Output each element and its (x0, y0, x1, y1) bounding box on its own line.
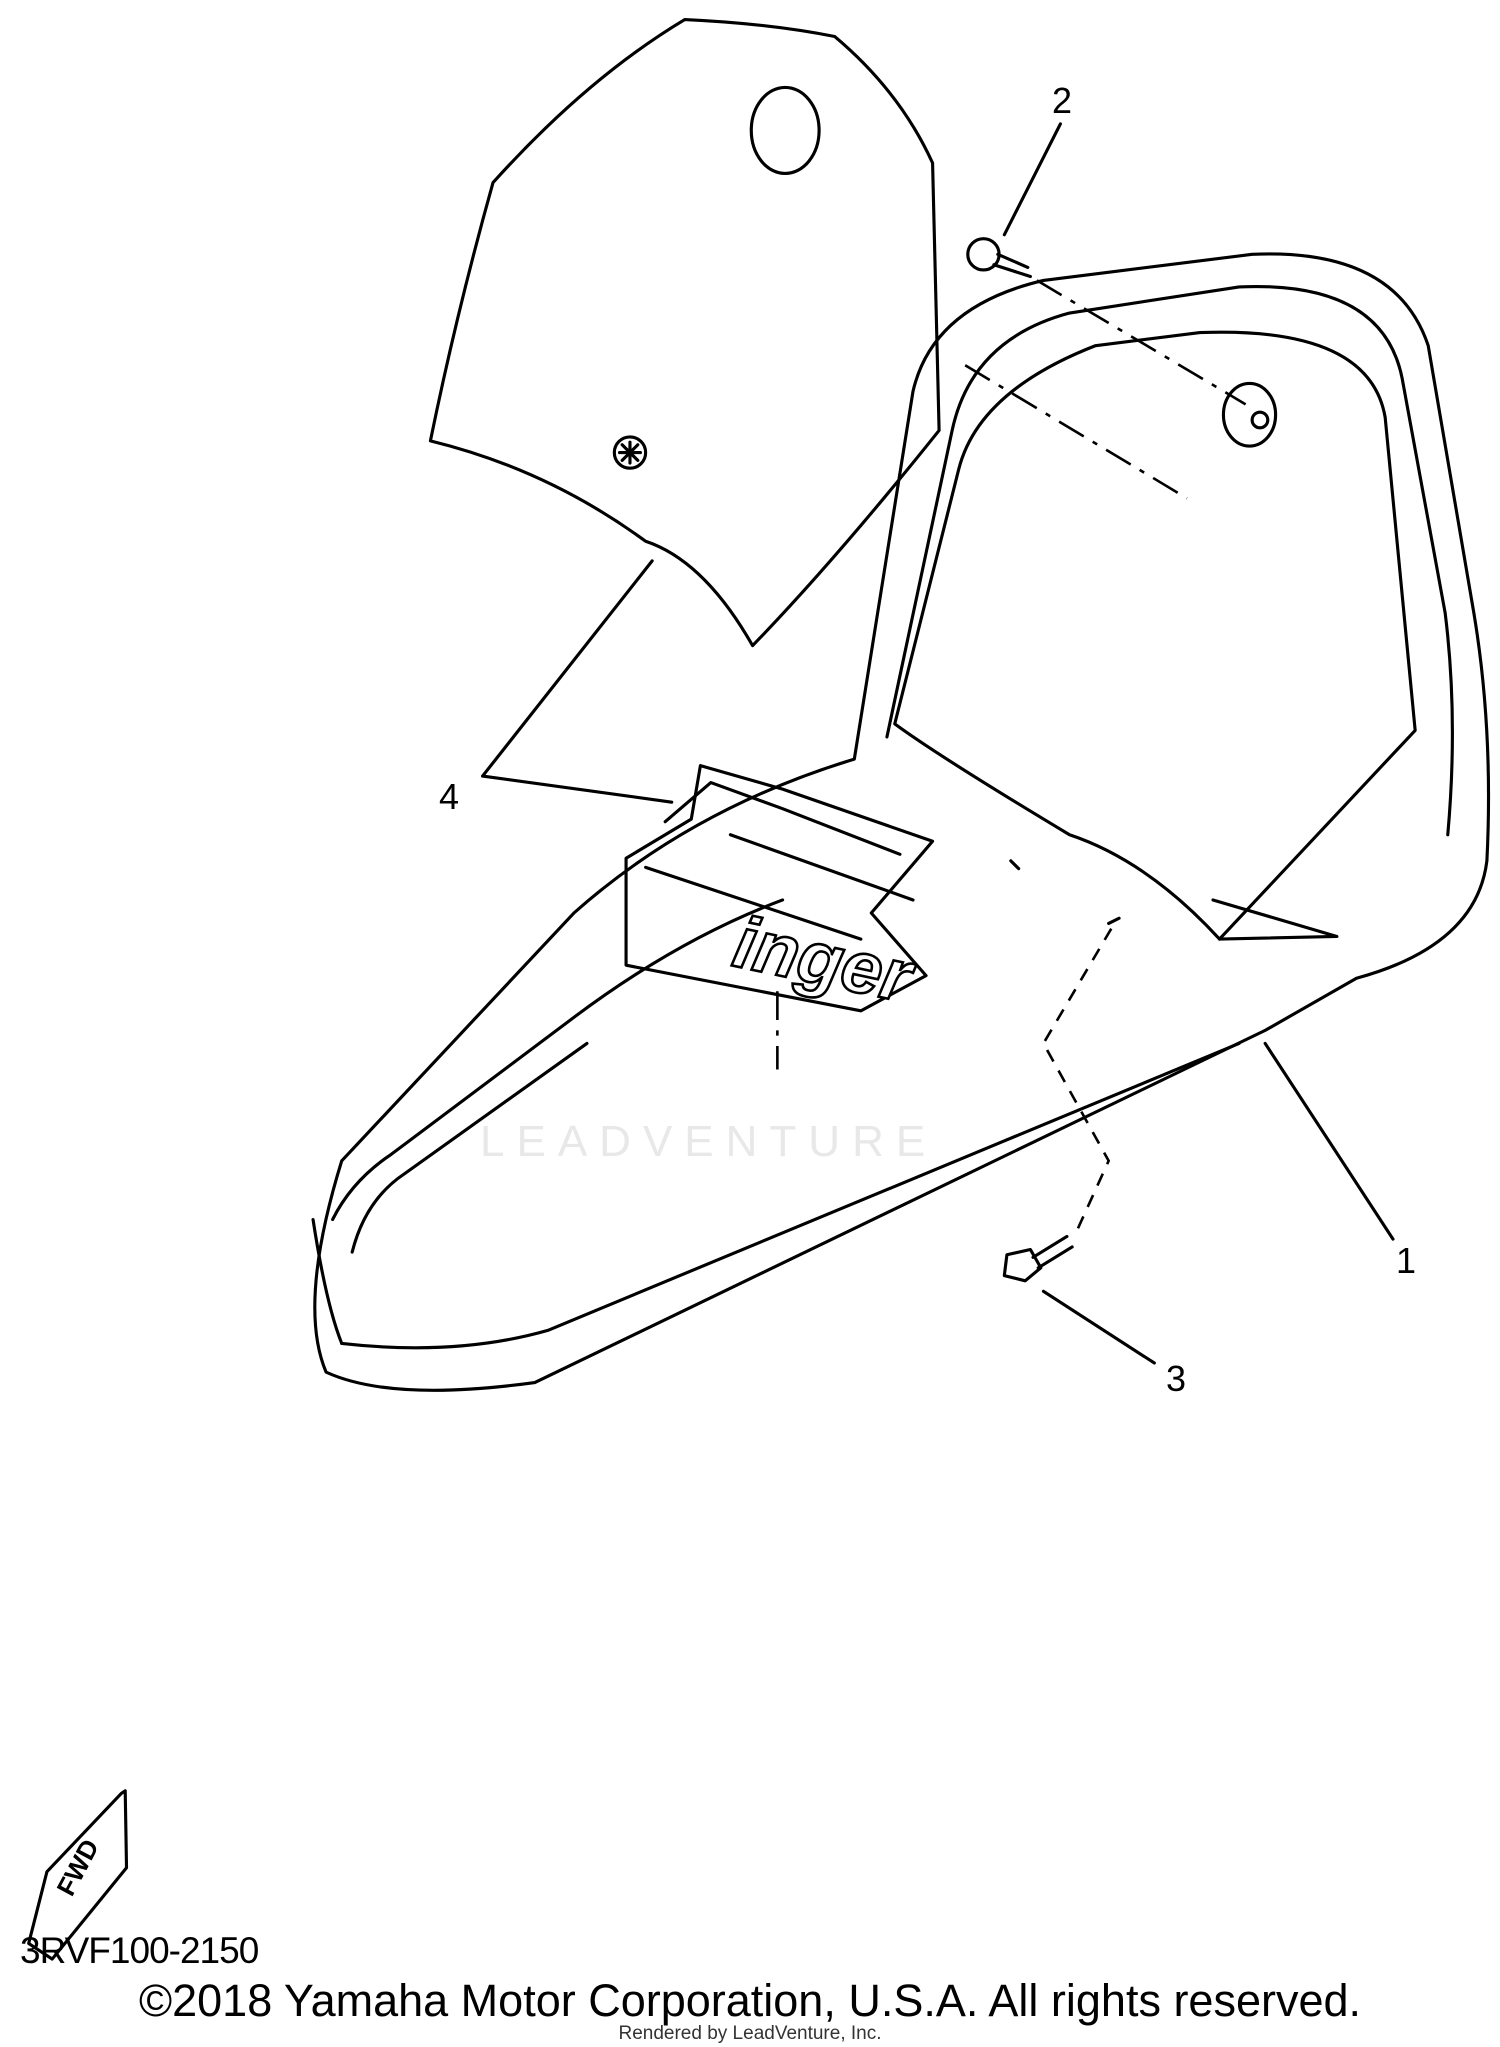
rendered-by: Rendered by LeadVenture, Inc. (618, 2023, 882, 2044)
yamaha-logo-icon (612, 435, 648, 470)
callout-2: 2 (1052, 80, 1073, 121)
number-plate (428, 17, 941, 648)
callout-1: 1 (1396, 1240, 1417, 1281)
callout-4: 4 (439, 776, 460, 817)
decal: inger (624, 764, 935, 1070)
bolt-3 (1002, 1234, 1074, 1283)
watermark: LEADVENTURE (480, 1117, 938, 1166)
decal-text: inger (727, 902, 922, 1019)
bolt-2 (966, 237, 1032, 279)
plate-hole (749, 85, 821, 176)
copyright: ©2018 Yamaha Motor Corporation, U.S.A. A… (138, 1975, 1362, 2026)
rear-fender (311, 252, 1491, 1392)
diagram-part-number: 3RVF100-2150 (20, 1930, 259, 1971)
fwd-label: FWD (51, 1834, 105, 1901)
callout-3: 3 (1166, 1358, 1187, 1399)
washer (1221, 381, 1278, 448)
